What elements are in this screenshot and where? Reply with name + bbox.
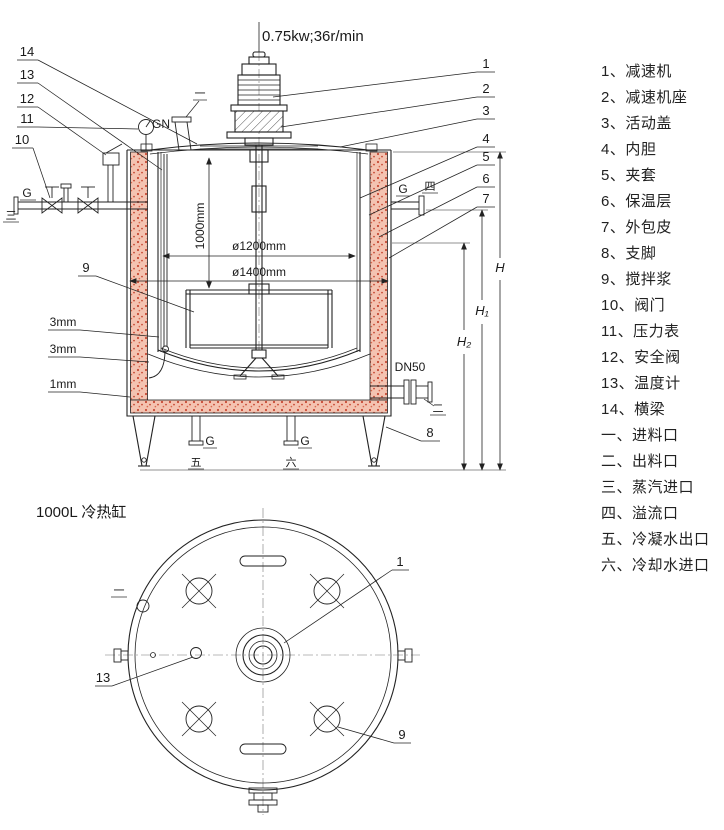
parts-list-item: 六、冷却水进口 (601, 557, 710, 574)
parts-list-item: 5、夹套 (601, 167, 657, 184)
callout-14: 14 (20, 44, 34, 59)
handle-slot-top (239, 555, 287, 567)
thermometer-port (190, 647, 202, 659)
parts-list-item: 9、搅拌浆 (601, 271, 672, 288)
tank-top-inner (134, 526, 392, 784)
parts-list-item: 14、横梁 (601, 401, 666, 418)
thickness-inner-label: 3mm (50, 315, 77, 329)
agitator (185, 145, 333, 380)
g-port-label: G (22, 186, 31, 200)
parts-list-item: 7、外包皮 (601, 219, 672, 236)
overflow-pipe (391, 195, 425, 216)
callout-11: 11 (20, 111, 34, 126)
parts-list-item: 2、减速机座 (601, 89, 688, 106)
callout-1: 1 (482, 56, 489, 71)
dimensions (129, 151, 506, 471)
callout-10: 10 (15, 132, 29, 147)
feed-port-mark: 一 (195, 88, 206, 100)
parts-list-item: 一、进料口 (601, 427, 679, 444)
dn50-outlet (370, 379, 435, 407)
plan-callout-13: 13 (96, 670, 110, 685)
parts-list-item: 四、溢流口 (601, 505, 679, 522)
parts-list-item: 五、冷凝水出口 (601, 531, 710, 548)
parts-list-item: 12、安全阀 (601, 349, 681, 366)
safety-valve (102, 152, 120, 166)
cooling-port-mark: 六 (286, 456, 297, 469)
motor-spec-label: 0.75kw;36r/min (262, 28, 364, 45)
valve-icon (41, 197, 63, 214)
small-port (150, 652, 156, 658)
steam-port-mark: 三 (6, 210, 17, 222)
view-caption: 1000L 冷热缸 (36, 503, 126, 521)
callout-12: 12 (20, 91, 34, 106)
insulation-right (369, 151, 388, 401)
g-port-label: G (398, 182, 407, 196)
parts-list-item: 10、阀门 (601, 297, 666, 314)
thermometer (148, 154, 169, 379)
dim-H1: H₁ (475, 303, 489, 318)
plan-feed-port-mark: 一 (114, 585, 125, 597)
support-legs (132, 415, 386, 467)
dim-inner-diameter: ø1200mm (232, 239, 286, 253)
elevation-view: 0.75kw;36r/min (3, 22, 506, 471)
callout-9: 9 (82, 260, 89, 275)
parts-list-item: 4、内胆 (601, 141, 657, 158)
pressure-gauge (138, 119, 154, 150)
condensate-port-mark: 五 (191, 457, 202, 469)
valve-icon (77, 197, 99, 214)
parts-list-item: 1、减速机 (601, 63, 672, 80)
condensate-stub (188, 416, 204, 446)
parts-list-item: 8、支脚 (601, 245, 657, 262)
parts-list: 1、减速机 2、减速机座 3、活动盖 4、内胆 5、夹套 6、保温层 7、外包皮… (601, 59, 721, 579)
dim-outer-diameter: ø1400mm (232, 265, 286, 279)
dim-H2: H₂ (457, 334, 471, 349)
bottom-discharge-flange (248, 787, 278, 813)
feed-nozzle (136, 599, 150, 613)
callout-8: 8 (426, 425, 433, 440)
bolt-holes (181, 573, 345, 737)
g-port-label: G (300, 434, 309, 448)
callout-3: 3 (482, 103, 489, 118)
tank-shell (126, 142, 392, 417)
callout-6: 6 (482, 171, 489, 186)
callout-13: 13 (20, 67, 34, 82)
dn50-label: DN50 (395, 360, 426, 374)
parts-list-item: 6、保温层 (601, 193, 672, 210)
motor-reducer (226, 51, 292, 146)
plan-callout-9: 9 (398, 727, 405, 742)
dim-height-1000: 1000mm (193, 203, 207, 250)
parts-list-item: 二、出料口 (601, 453, 679, 470)
dim-H: H (495, 260, 505, 275)
callout-2: 2 (482, 81, 489, 96)
center-shaft-circles (235, 627, 291, 683)
parts-list-item: 3、活动盖 (601, 115, 672, 132)
gn-nozzle (171, 100, 200, 151)
handle-slot-bottom (239, 743, 287, 755)
thickness-callouts (48, 329, 160, 398)
insulation-left (130, 151, 148, 401)
parts-list-item: 三、蒸汽进口 (601, 479, 695, 496)
callout-5: 5 (482, 149, 489, 164)
parts-list-item: 13、温度计 (601, 375, 681, 392)
right-callout-leaders (272, 71, 495, 442)
side-stubs (113, 648, 413, 663)
callout-4: 4 (482, 131, 489, 146)
discharge-port-mark: 二 (433, 403, 444, 415)
thickness-jacket-label: 3mm (50, 342, 77, 356)
insulation-bottom (130, 399, 388, 414)
callout-7: 7 (482, 191, 489, 206)
cooling-stub (283, 416, 299, 446)
g-port-label: G (205, 434, 214, 448)
left-callout-leaders (12, 59, 198, 313)
thickness-skin-label: 1mm (50, 377, 77, 391)
jacket-bottom (147, 353, 371, 378)
plan-callout-leaders (95, 569, 411, 744)
plan-view: 一 1 13 9 (95, 508, 420, 815)
steam-pipe-assembly (13, 143, 148, 215)
gn-port-label: GN (152, 117, 170, 131)
parts-list-item: 11、压力表 (601, 323, 680, 340)
plan-callout-1: 1 (396, 554, 403, 569)
